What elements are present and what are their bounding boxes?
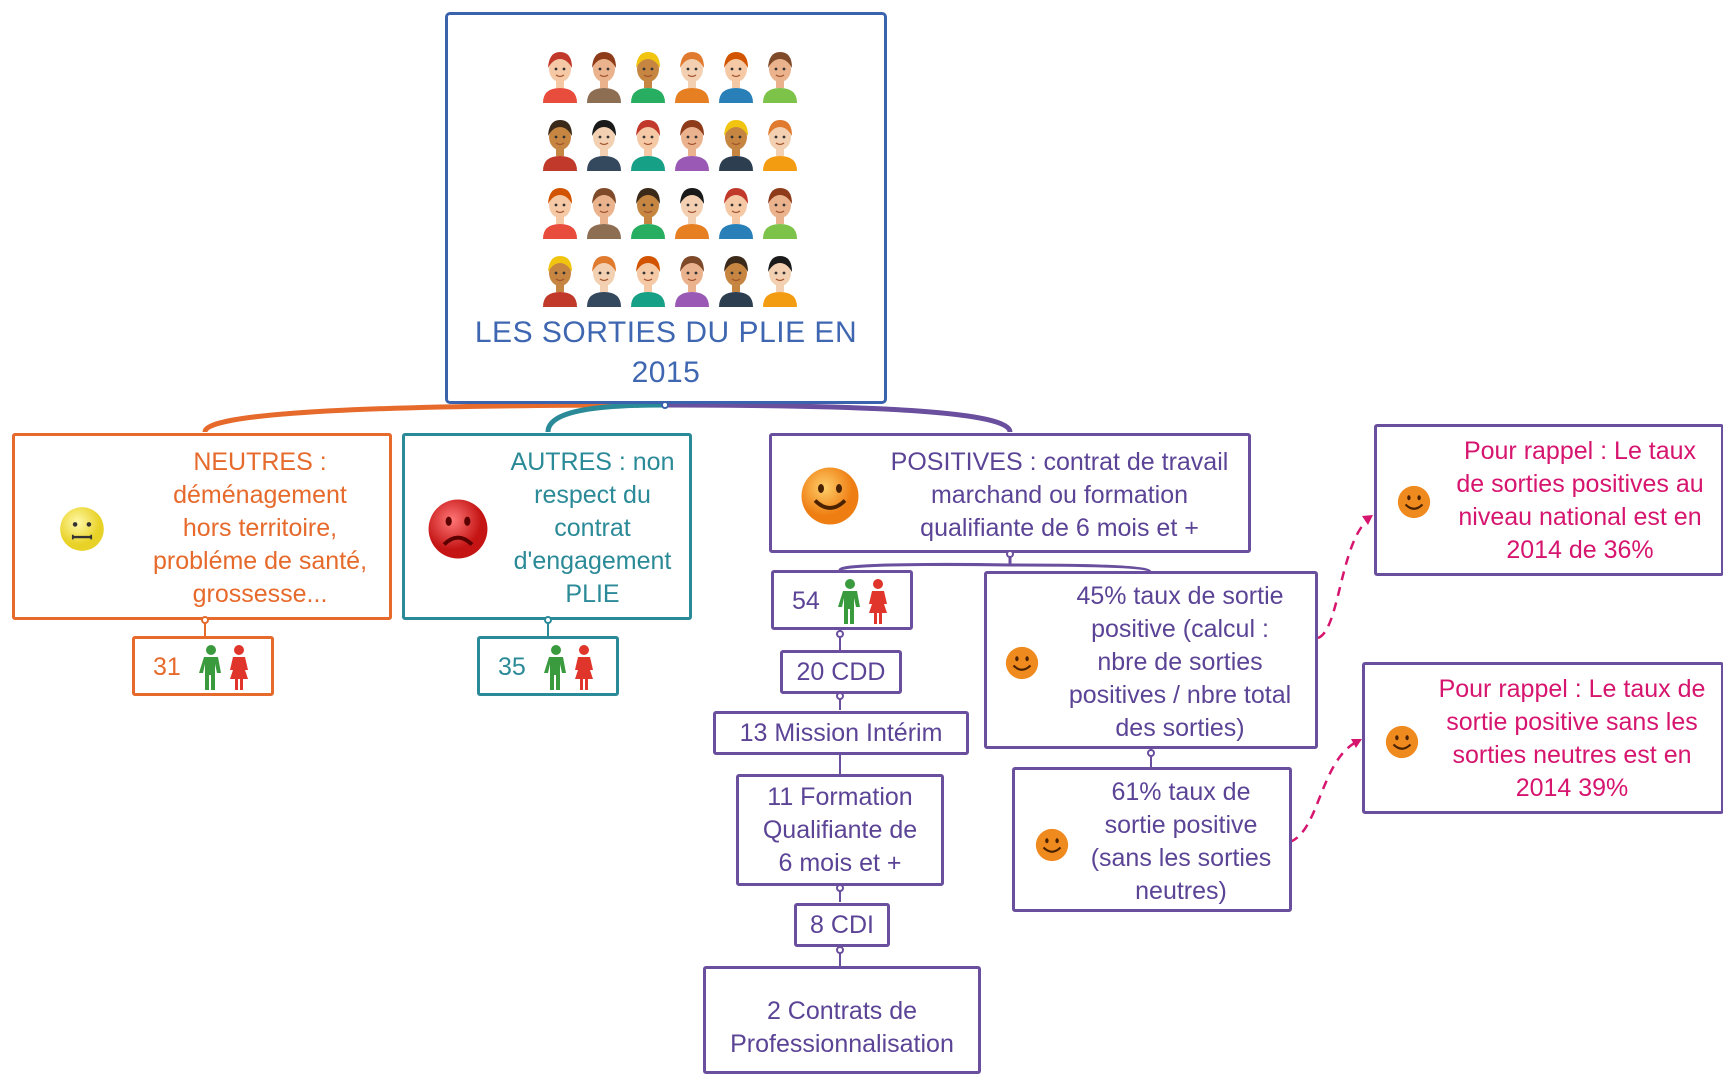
- central-title: LES SORTIES DU PLIE EN 2015: [474, 316, 858, 389]
- rate-all-node[interactable]: 45% taux de sortie positive (calcul : nb…: [984, 571, 1318, 749]
- reminder-national-label: Pour rappel : Le taux de sorties positiv…: [1456, 437, 1704, 564]
- neutres-node[interactable]: NEUTRES : déménagement hors territoire, …: [12, 433, 392, 620]
- breakdown-cdd[interactable]: 20 CDD: [780, 650, 902, 694]
- person-avatar: [631, 256, 665, 307]
- person-avatar: [763, 120, 797, 171]
- connector-dot: [1006, 550, 1014, 558]
- connector-dot: [836, 630, 844, 638]
- happy-smiley-icon: [1385, 725, 1419, 759]
- positives-node[interactable]: POSITIVES : contrat de travail marchand …: [769, 433, 1251, 553]
- positives-count-node[interactable]: 54: [771, 570, 913, 630]
- person-avatar: [763, 256, 797, 307]
- rate-all-label: 45% taux de sortie positive (calcul : nb…: [1068, 582, 1292, 742]
- reminder-no-neutral-label: Pour rappel : Le taux de sortie positive…: [1438, 675, 1706, 802]
- central-topic[interactable]: LES SORTIES DU PLIE EN 2015: [445, 12, 887, 404]
- connector-dot: [836, 884, 844, 892]
- neutres-label: NEUTRES : déménagement hors territoire, …: [152, 448, 368, 608]
- person-avatar: [763, 52, 797, 103]
- man-woman-icon: [197, 644, 253, 692]
- autres-count: 35: [498, 653, 526, 681]
- breakdown-professionnalisation[interactable]: 2 Contrats de Professionnalisation: [703, 966, 981, 1074]
- person-avatar: [543, 52, 577, 103]
- rate-no-neutral-label: 61% taux de sortie positive (sans les so…: [1090, 778, 1272, 905]
- connector-dot: [836, 692, 844, 700]
- sad-smiley-icon: [427, 498, 489, 560]
- person-avatar: [675, 188, 709, 239]
- positives-label: POSITIVES : contrat de travail marchand …: [890, 448, 1229, 542]
- neutres-count: 31: [153, 653, 181, 681]
- person-avatar: [543, 188, 577, 239]
- breakdown-cdi[interactable]: 8 CDI: [794, 903, 890, 947]
- crowd-of-people-image: [538, 39, 800, 309]
- happy-smiley-icon: [1035, 828, 1069, 862]
- reminder-national-node[interactable]: Pour rappel : Le taux de sorties positiv…: [1374, 424, 1723, 576]
- breakdown-interim[interactable]: 13 Mission Intérim: [713, 711, 969, 755]
- person-avatar: [675, 120, 709, 171]
- person-avatar: [543, 120, 577, 171]
- person-avatar: [587, 52, 621, 103]
- person-avatar: [587, 256, 621, 307]
- person-avatar: [675, 52, 709, 103]
- neutres-count-node[interactable]: 31: [132, 636, 274, 696]
- happy-smiley-icon: [800, 466, 860, 526]
- person-avatar: [631, 188, 665, 239]
- person-avatar: [719, 188, 753, 239]
- breakdown-formation[interactable]: 11 Formation Qualifiante de 6 mois et +: [736, 774, 944, 886]
- person-avatar: [763, 188, 797, 239]
- connector-dot: [661, 401, 669, 409]
- man-woman-icon: [542, 644, 598, 692]
- person-avatar: [631, 120, 665, 171]
- connector-dot: [836, 946, 844, 954]
- autres-label: AUTRES : non respect du contrat d'engage…: [510, 448, 675, 608]
- autres-count-node[interactable]: 35: [477, 636, 619, 696]
- positives-count: 54: [792, 587, 820, 615]
- person-avatar: [587, 120, 621, 171]
- person-avatar: [631, 52, 665, 103]
- person-avatar: [543, 256, 577, 307]
- person-avatar: [587, 188, 621, 239]
- happy-smiley-icon: [1005, 646, 1039, 680]
- person-avatar: [675, 256, 709, 307]
- man-woman-icon: [836, 578, 892, 626]
- person-avatar: [719, 256, 753, 307]
- rate-no-neutral-node[interactable]: 61% taux de sortie positive (sans les so…: [1012, 767, 1292, 912]
- happy-smiley-icon: [1397, 485, 1431, 519]
- connector-dot: [544, 616, 552, 624]
- neutral-smiley-icon: [59, 506, 105, 552]
- connector-dot: [1147, 749, 1155, 757]
- autres-node[interactable]: AUTRES : non respect du contrat d'engage…: [402, 433, 692, 620]
- person-avatar: [719, 52, 753, 103]
- reminder-no-neutral-node[interactable]: Pour rappel : Le taux de sortie positive…: [1362, 662, 1723, 814]
- connector-dot: [201, 616, 209, 624]
- person-avatar: [719, 120, 753, 171]
